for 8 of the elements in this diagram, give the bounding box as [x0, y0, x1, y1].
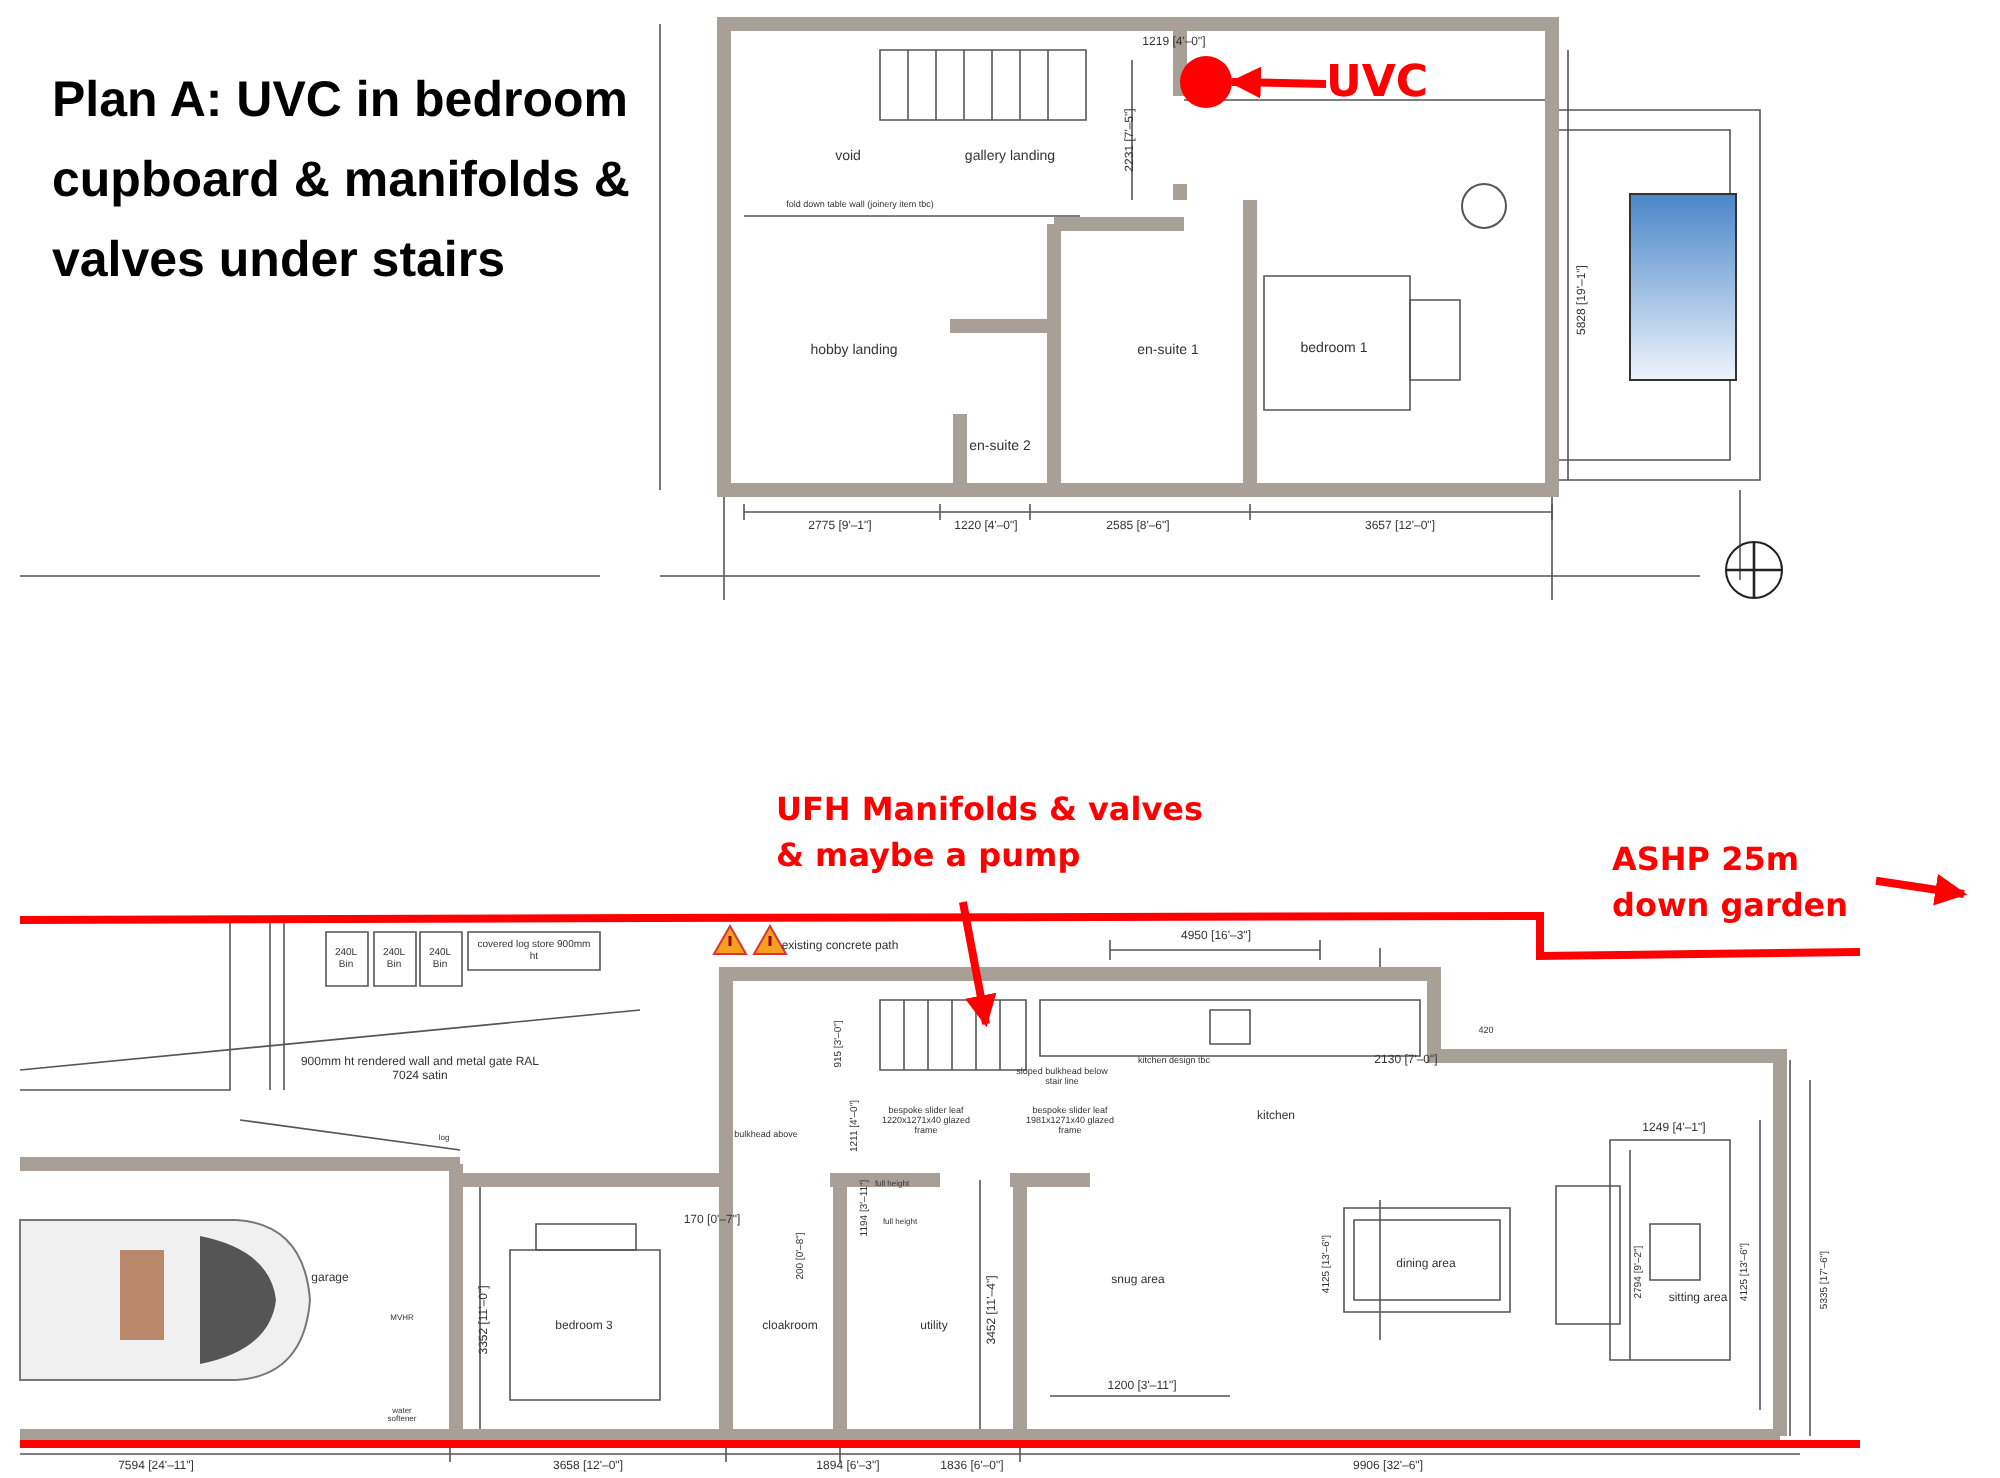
arrow	[1228, 66, 1327, 99]
title: Plan A: UVC in bedroom cupboard & manifolds & valves under stairs	[52, 70, 632, 292]
arrow	[959, 901, 997, 1028]
annotation-text: UVC	[1326, 52, 1450, 116]
annotation-text: ASHP 25m down garden	[1612, 836, 1876, 948]
cylinder-marker-circle	[1180, 56, 1232, 108]
arrow	[1875, 873, 1968, 906]
annotation-text: UFH Manifolds & valves & maybe a pump	[776, 786, 1232, 902]
